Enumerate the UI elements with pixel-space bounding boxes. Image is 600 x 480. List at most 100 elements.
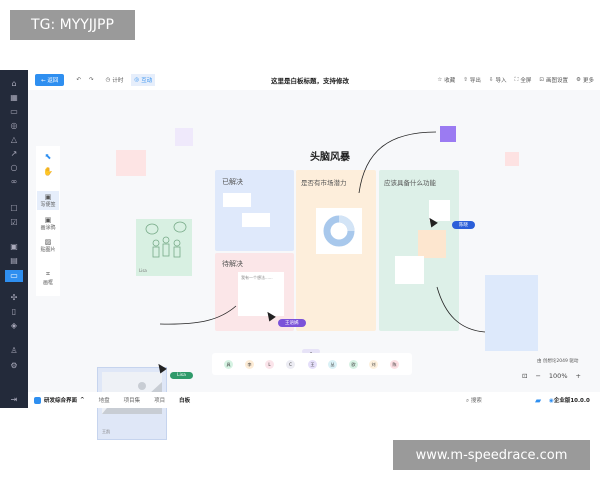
collapse-avatars-chevron-icon[interactable]: ⌄ — [302, 349, 320, 354]
undo-button[interactable]: ↶ — [76, 77, 81, 83]
whiteboard-icon[interactable]: ▭ — [5, 270, 23, 282]
avatar[interactable]: 欧 — [349, 360, 358, 369]
avatar[interactable]: 刘 — [369, 360, 378, 369]
board-title[interactable]: 这里是白板标题，支持修改 — [271, 77, 349, 85]
avatar[interactable]: C — [286, 360, 295, 369]
back-label: 返回 — [47, 78, 59, 84]
doc-icon[interactable]: ▯ — [11, 307, 17, 316]
market-panel[interactable]: 是否有市场潜力 — [296, 170, 376, 331]
tool-doodle[interactable]: ▣画涂鸦 — [37, 216, 59, 231]
note[interactable] — [242, 213, 270, 227]
hand-tool[interactable]: ✋ — [43, 167, 53, 176]
pending-panel[interactable]: 待解决 我有一个想法...... — [215, 253, 294, 331]
import-button[interactable]: ⇩导入 — [489, 76, 507, 84]
search-button[interactable]: ⌕ 搜索 — [466, 396, 482, 405]
shape[interactable] — [175, 128, 193, 146]
inbox-icon[interactable]: ▣ — [10, 242, 18, 251]
card-caption: 王凯 — [102, 429, 110, 434]
features-panel[interactable]: 应该具备什么功能 — [379, 170, 459, 331]
back-arrow-icon: ← — [41, 78, 46, 84]
collapse-icon[interactable]: ⇥ — [10, 395, 18, 404]
shape[interactable] — [440, 126, 456, 142]
powered-by: 由 创想论2049 驱动 — [537, 359, 579, 364]
interact-label: 互动 — [141, 78, 153, 84]
workspace-switcher[interactable]: 研发综合界面^ — [34, 396, 85, 404]
note[interactable] — [395, 256, 424, 284]
location-icon[interactable]: ◎ — [10, 121, 18, 130]
plugin-icon[interactable]: ✣ — [10, 293, 18, 302]
tool-palette — [36, 146, 60, 296]
brainstorm-heading[interactable]: 头脑风暴 — [310, 152, 350, 163]
note[interactable] — [223, 193, 251, 207]
timer-button[interactable]: ◷计时 — [106, 76, 124, 84]
zoom-level[interactable]: 100% — [548, 372, 568, 380]
edition-label: 企业版10.0.0 — [553, 398, 590, 404]
select-tool[interactable]: ⬉ — [44, 152, 52, 161]
shape[interactable] — [116, 150, 146, 176]
timer-icon: ◷ — [105, 77, 111, 83]
more-label: 更多 — [582, 78, 594, 84]
folder-icon[interactable]: ▭ — [10, 107, 18, 116]
search-icon: ⌕ — [466, 397, 470, 404]
redo-button[interactable]: ↷ — [88, 77, 94, 83]
shape[interactable] — [485, 275, 538, 351]
grid-icon[interactable]: ▦ — [10, 93, 18, 102]
fit-screen-icon[interactable]: ⊡ — [522, 372, 528, 380]
avatar[interactable]: 王 — [308, 360, 317, 369]
layers-icon[interactable]: ▤ — [10, 256, 18, 265]
chart-card[interactable] — [316, 208, 362, 254]
tool-label: 写便签 — [40, 202, 56, 208]
workspace-label: 研发综合界面 — [44, 398, 78, 404]
tab-project[interactable]: 项目 — [154, 398, 166, 404]
tab-whiteboard[interactable]: 白板 — [179, 398, 191, 404]
timer-label: 计时 — [112, 78, 124, 84]
avatar[interactable]: 李 — [245, 360, 254, 369]
resolved-panel[interactable]: 已解决 — [215, 170, 294, 251]
users-icon[interactable]: ♙ — [10, 346, 18, 355]
export-button[interactable]: ⇧导出 — [463, 76, 481, 84]
doodle-icon: ▣ — [44, 216, 52, 224]
tool-sticky[interactable]: ▣写便签 — [37, 191, 59, 210]
watermark-top: TG: MYYJJPP — [10, 10, 135, 40]
fullscreen-button[interactable]: ⛶全屏 — [515, 76, 532, 85]
infinity-icon[interactable]: ∞ — [10, 177, 18, 186]
more-button[interactable]: ⚙更多 — [576, 76, 594, 84]
tool-frame[interactable]: ⌗画框 — [37, 270, 59, 286]
sketch-card[interactable]: Lisa — [136, 219, 192, 276]
sidebar: ⌂ ▦ ▭ ◎ △ ↗ ○ ∞ ☐ ☑ ▣ ▤ ▭ ✣ ▯ ◈ ♙ ⚙ ⇥ — [0, 70, 28, 408]
settings-icon: ⊡ — [539, 77, 545, 83]
rocket-icon[interactable]: ↗ — [10, 149, 18, 158]
interact-button[interactable]: ◎互动 — [131, 74, 156, 86]
tab-program[interactable]: 项目集 — [123, 398, 141, 404]
tool-image[interactable]: ▨贴图片 — [37, 238, 59, 253]
import-icon: ⇩ — [488, 77, 494, 83]
check-icon[interactable]: ☑ — [10, 218, 18, 227]
zoom-out-button[interactable]: − — [535, 372, 541, 380]
avatar[interactable]: L — [265, 360, 274, 369]
note[interactable] — [429, 200, 450, 221]
tab-dashboard[interactable]: 地盘 — [98, 398, 110, 404]
idea-note[interactable]: 我有一个想法...... — [238, 272, 284, 316]
flask-icon[interactable]: △ — [10, 135, 18, 144]
export-icon: ⇧ — [463, 77, 468, 83]
canvas-settings-button[interactable]: ⊡画图设置 — [539, 76, 568, 84]
chat-icon[interactable]: ▰ — [535, 395, 542, 405]
robot-icon[interactable]: ☐ — [10, 204, 18, 213]
search-doc-icon[interactable]: ○ — [10, 163, 18, 172]
favorite-button[interactable]: ☆收藏 — [437, 76, 455, 84]
zoom-in-button[interactable]: + — [575, 372, 581, 380]
card-caption: Lisa — [139, 268, 147, 273]
back-button[interactable]: ← 返回 — [35, 74, 65, 86]
sticky-note-icon: ▣ — [44, 193, 52, 201]
interact-icon: ◎ — [134, 77, 140, 83]
avatar[interactable]: 具 — [224, 360, 233, 369]
gear-icon[interactable]: ⚙ — [10, 361, 18, 370]
avatar[interactable]: 丛 — [328, 360, 337, 369]
edition-badge: ◉企业版10.0.0 — [549, 396, 590, 404]
shield-icon[interactable]: ◈ — [10, 321, 18, 330]
avatar[interactable]: 陈 — [390, 360, 399, 369]
shape[interactable] — [505, 152, 519, 166]
note[interactable] — [418, 230, 446, 258]
home-icon[interactable]: ⌂ — [11, 79, 17, 88]
panel-title: 待解决 — [222, 260, 243, 268]
